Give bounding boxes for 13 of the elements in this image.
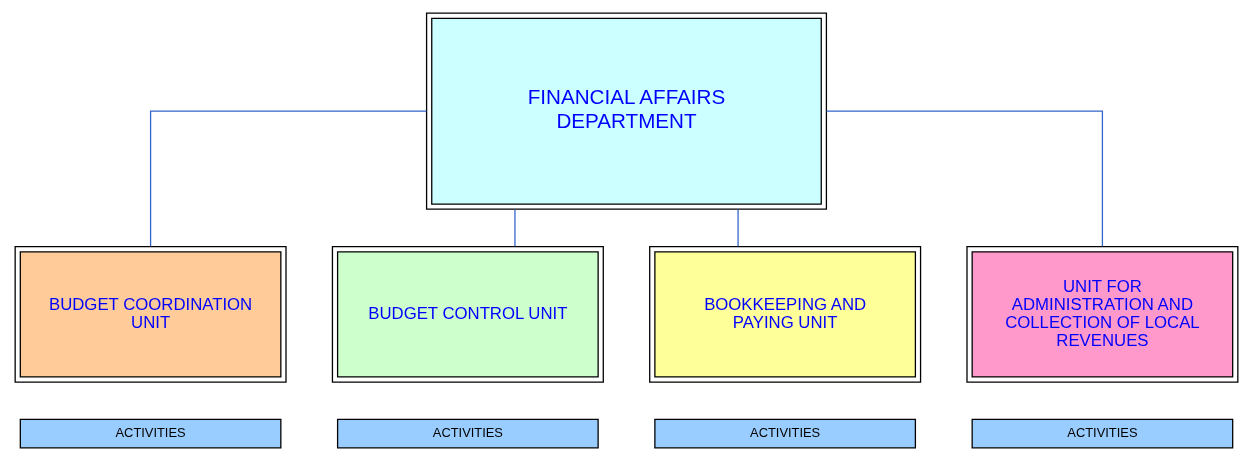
node-box: BOOKKEEPING AND PAYING UNIT	[648, 245, 921, 383]
node-box: UNIT FOR ADMINISTRATION AND COLLECTION OF LOCAL REVENUES	[965, 245, 1238, 383]
node-box: ACTIVITIES	[653, 418, 916, 449]
connector	[736, 209, 739, 247]
node-box: ACTIVITIES	[336, 418, 599, 449]
node-box: ACTIVITIES	[19, 418, 281, 449]
connector	[513, 209, 516, 247]
connector	[149, 110, 427, 247]
node-box: FINANCIAL AFFAIRS DEPARTMENT	[425, 12, 827, 210]
connector	[825, 110, 1103, 247]
node-box: BUDGET COORDINATION UNIT	[14, 245, 287, 383]
node-box: ACTIVITIES	[971, 418, 1233, 449]
node-box: BUDGET CONTROL UNIT	[331, 245, 604, 383]
